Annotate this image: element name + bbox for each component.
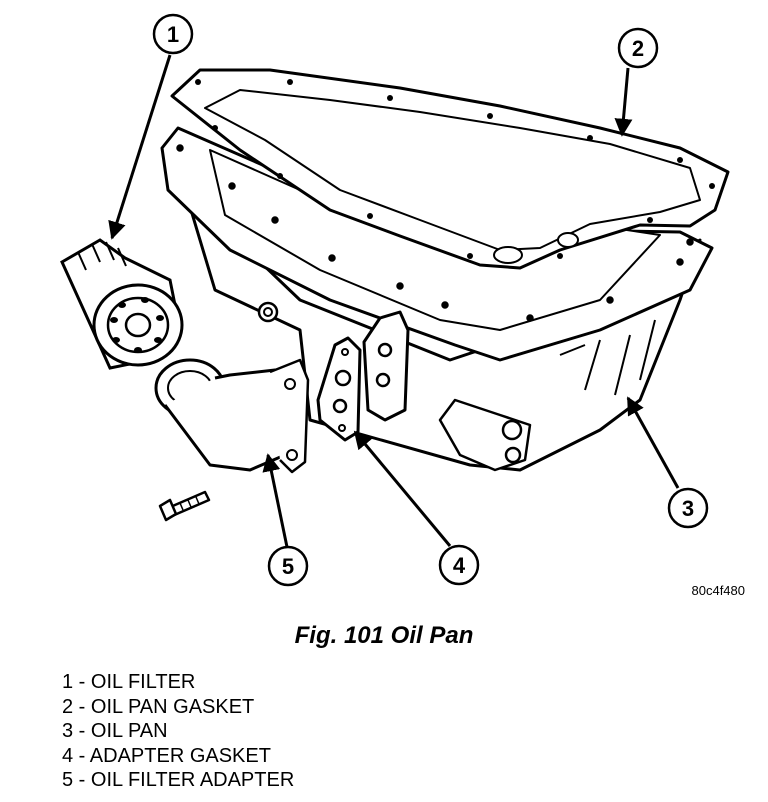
leader-arrow-2 [614, 67, 633, 137]
figure-code: 80c4f480 [692, 583, 746, 598]
leader-arrow-4 [353, 430, 452, 547]
callout-4: 4 [438, 544, 480, 586]
leader-arrow-5 [262, 453, 289, 548]
parts-legend: 1 - OIL FILTER 2 - OIL PAN GASKET 3 - OI… [62, 670, 294, 793]
callout-5-label: 5 [282, 554, 294, 579]
legend-item-oil-filter-adapter: 5 - OIL FILTER ADAPTER [62, 769, 295, 791]
callout-2: 2 [617, 27, 659, 69]
pan-adapter-mount [362, 310, 410, 422]
legend-item-adapter-gasket: 4 - ADAPTER GASKET [62, 744, 271, 767]
adapter-gasket [316, 336, 362, 442]
callout-5: 5 [267, 545, 309, 587]
leader-arrows [108, 54, 680, 548]
legend-item-oil-filter: 1 - OIL FILTER [62, 671, 196, 693]
callout-1-label: 1 [167, 22, 179, 47]
callout-3: 3 [667, 487, 709, 529]
adapter-bolt [158, 490, 211, 522]
oil-filter-adapter [154, 358, 310, 474]
oil-filter [60, 238, 184, 370]
legend-item-oil-pan-gasket: 2 - OIL PAN GASKET [62, 695, 255, 718]
callout-2-label: 2 [632, 36, 644, 61]
oil-pan-exploded-diagram: 1 2 3 4 5 80c4f480 [60, 13, 746, 598]
callout-3-label: 3 [682, 496, 694, 521]
leader-arrow-1 [108, 54, 172, 240]
legend-item-oil-pan: 3 - OIL PAN [62, 720, 168, 742]
oil-pan-gasket [170, 68, 730, 270]
callout-1: 1 [152, 13, 194, 55]
callout-4-label: 4 [453, 553, 466, 578]
leader-arrow-3 [626, 396, 680, 489]
figure-caption: Fig. 101 Oil Pan [294, 622, 474, 649]
